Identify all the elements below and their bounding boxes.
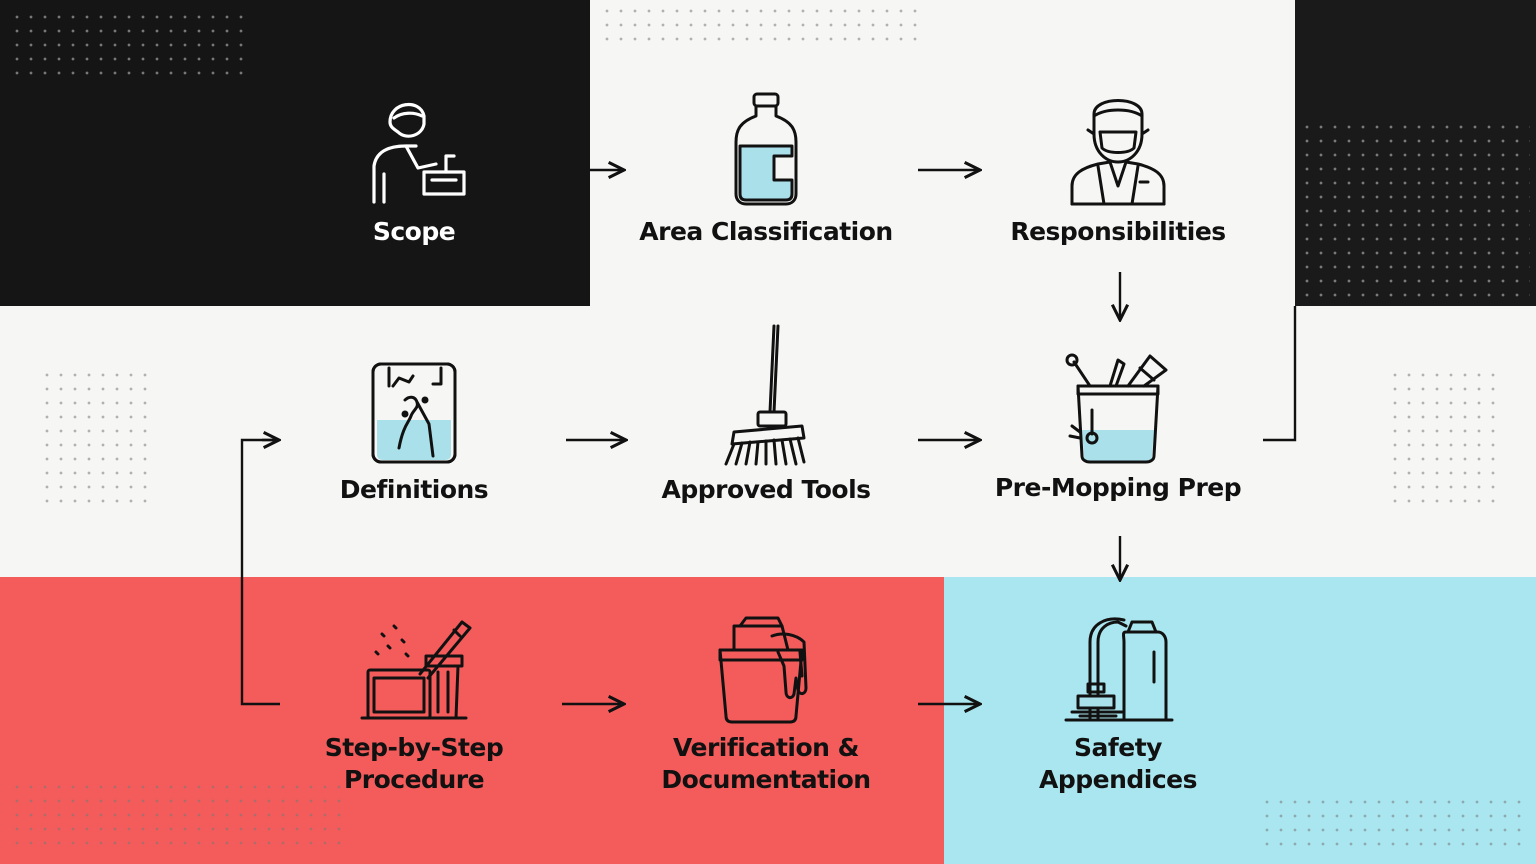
broom-icon <box>724 324 806 466</box>
safety-station-icon <box>1064 617 1174 722</box>
bucket-tools-icon <box>1065 353 1168 464</box>
masked-worker-icon <box>1070 99 1166 206</box>
dot-pattern <box>10 780 350 850</box>
connector-prep-right-edge <box>1263 306 1297 442</box>
node-label: Area Classification <box>639 217 893 246</box>
dot-pattern <box>1388 368 1503 503</box>
node-responsibilities: Responsibilities <box>988 90 1248 248</box>
node-label: Verification & Documentation <box>661 733 871 794</box>
node-label: Scope <box>372 217 456 246</box>
node-safety-appendices: Safety Appendices <box>988 612 1248 796</box>
node-approved-tools: Approved Tools <box>636 322 896 506</box>
bucket-glove-icon <box>718 616 808 724</box>
node-label: Pre-Mopping Prep <box>994 473 1242 502</box>
node-pre-mopping-prep: Pre-Mopping Prep <box>988 350 1248 504</box>
node-label: Step-by-Step Procedure <box>324 733 504 794</box>
dot-pattern <box>1260 795 1530 855</box>
dot-pattern <box>40 368 155 503</box>
node-step-by-step-procedure: Step-by-Step Procedure <box>284 612 544 796</box>
node-verification-documentation: Verification & Documentation <box>636 612 896 796</box>
node-label: Definitions <box>339 475 489 504</box>
dot-pattern <box>10 10 250 80</box>
bottle-icon <box>734 92 798 206</box>
person-sink-icon <box>372 102 466 204</box>
dot-pattern <box>1300 120 1530 300</box>
dot-pattern <box>600 4 920 44</box>
node-label: Responsibilities <box>1010 217 1226 246</box>
connector-left-branch <box>240 438 280 706</box>
node-definitions: Definitions <box>284 356 544 506</box>
disposal-bins-icon <box>360 620 472 720</box>
node-label: Safety Appendices <box>1038 733 1198 794</box>
node-area-classification: Area Classification <box>636 90 896 248</box>
node-label: Approved Tools <box>661 475 871 504</box>
jug-document-icon <box>371 362 457 464</box>
node-scope: Scope <box>284 90 544 248</box>
